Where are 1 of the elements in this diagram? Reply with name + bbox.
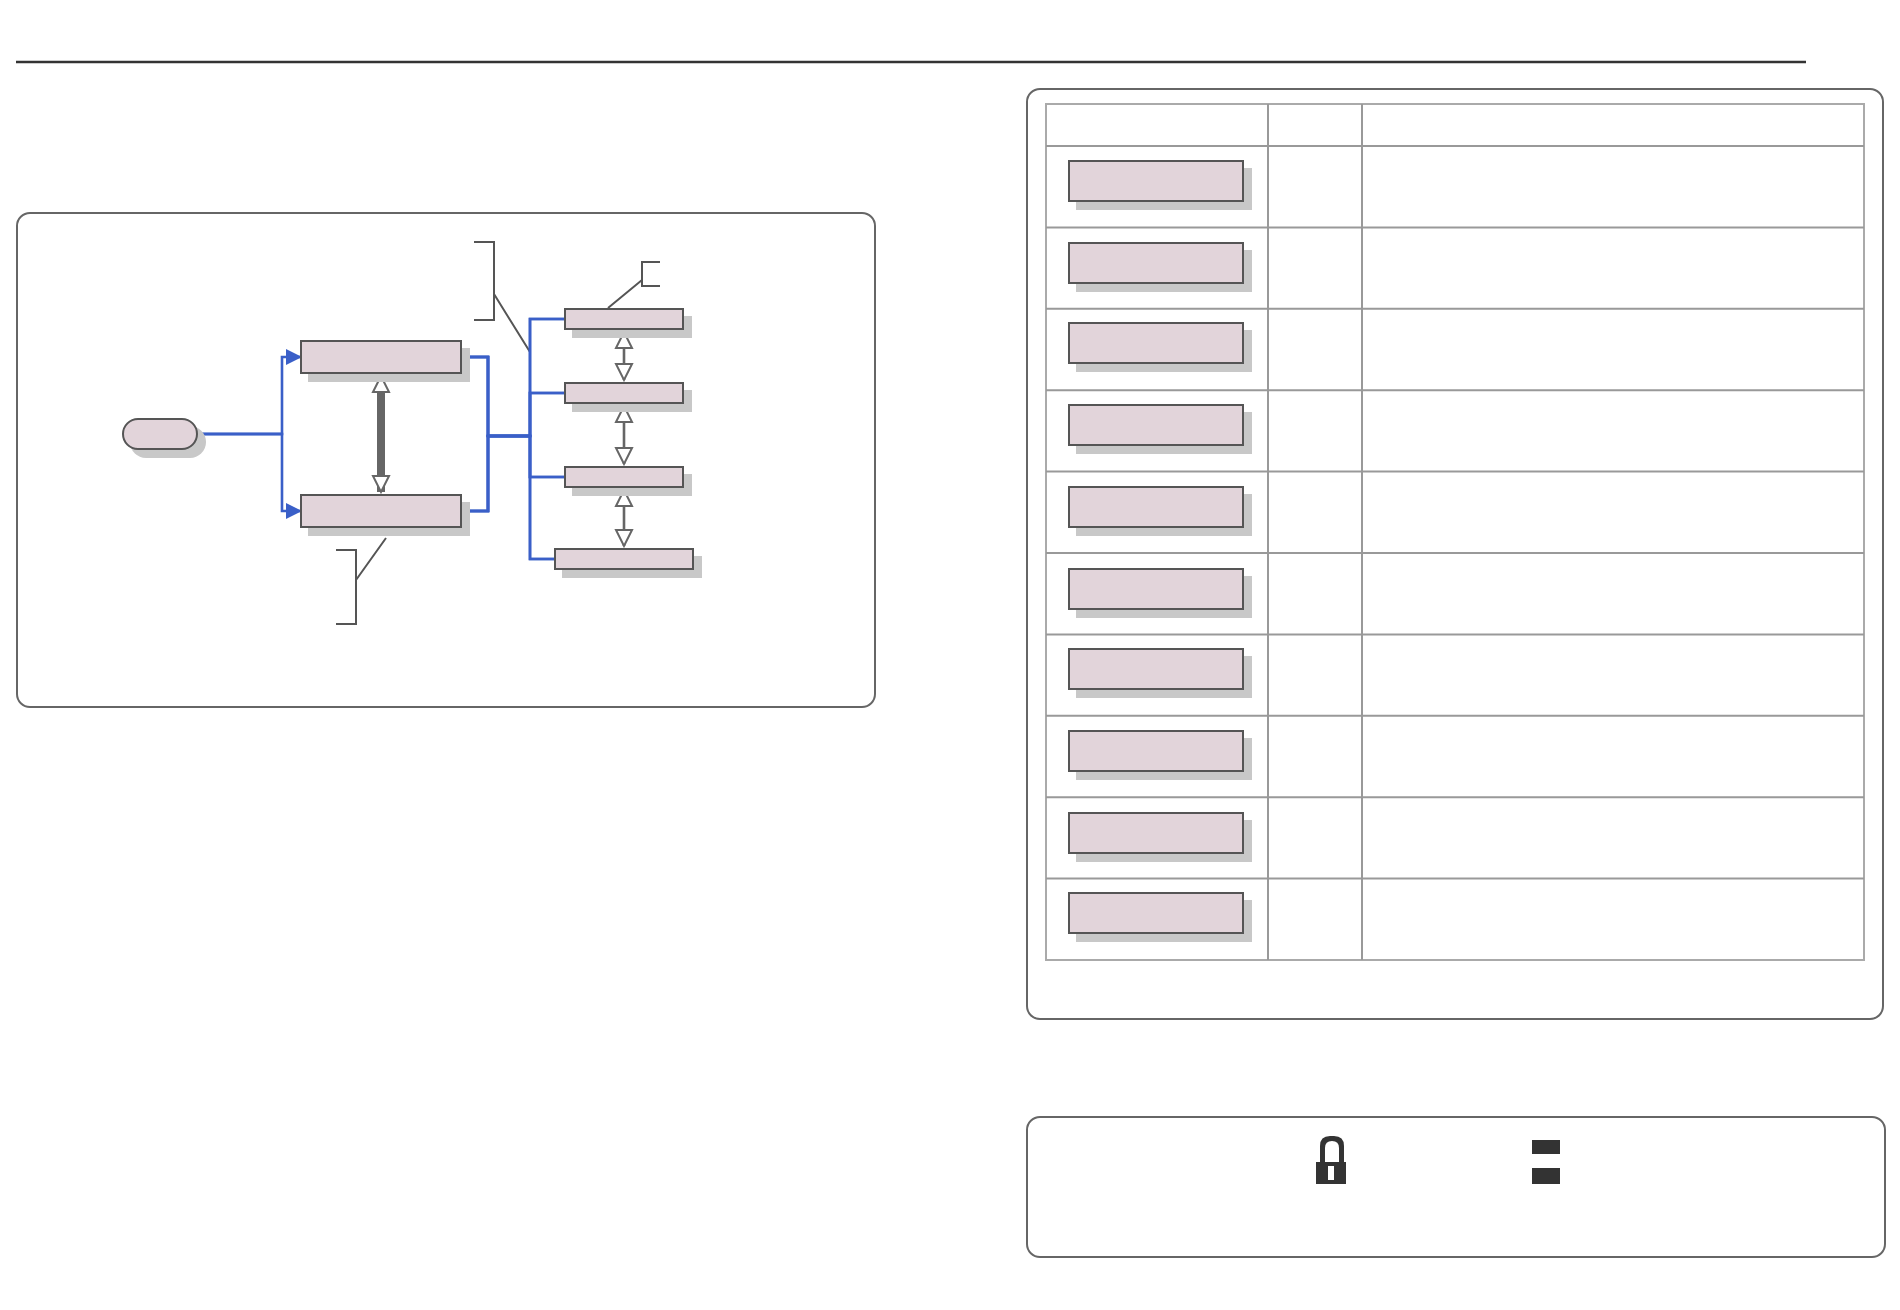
connector-line	[198, 432, 282, 436]
